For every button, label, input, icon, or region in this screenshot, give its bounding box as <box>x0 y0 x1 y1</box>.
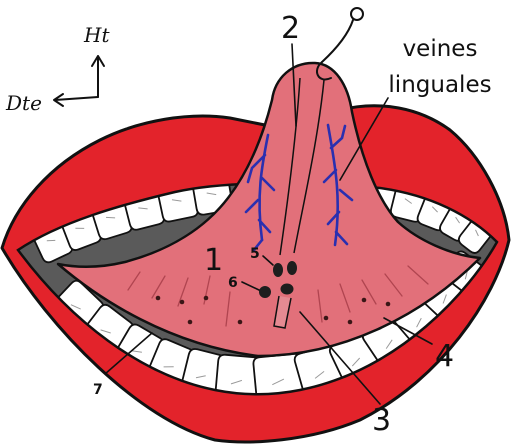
label-7: 7 <box>93 382 103 398</box>
label-6: 6 <box>228 275 238 291</box>
label-4: 4 <box>435 339 454 374</box>
gland-opening <box>259 286 271 298</box>
label-5: 5 <box>250 246 260 262</box>
gland-dot <box>204 296 209 301</box>
left-arrow <box>54 94 98 106</box>
label-3: 3 <box>372 403 391 438</box>
gland-dot <box>324 316 329 321</box>
upper-tooth-shading <box>106 217 115 218</box>
orientation-marker: Ht Dte <box>5 23 110 115</box>
up-arrow <box>92 56 104 97</box>
label-veins-line1: veines <box>403 36 478 62</box>
gland-dot <box>156 296 161 301</box>
label-side: Dte <box>5 91 42 115</box>
gland-dot <box>180 300 185 305</box>
gland-dot <box>386 302 391 307</box>
caruncle <box>281 284 294 295</box>
caruncle <box>273 263 283 277</box>
gland-dot <box>348 320 353 325</box>
gland-dot <box>238 320 243 325</box>
label-up: Ht <box>83 23 110 47</box>
label-veins-line2: linguales <box>388 72 491 98</box>
gland-dot <box>362 298 367 303</box>
label-1: 1 <box>204 243 223 278</box>
caruncle <box>287 261 297 275</box>
hook-loop <box>351 8 363 20</box>
label-2: 2 <box>281 11 300 46</box>
hook-shaft <box>322 20 353 62</box>
gland-dot <box>188 320 193 325</box>
